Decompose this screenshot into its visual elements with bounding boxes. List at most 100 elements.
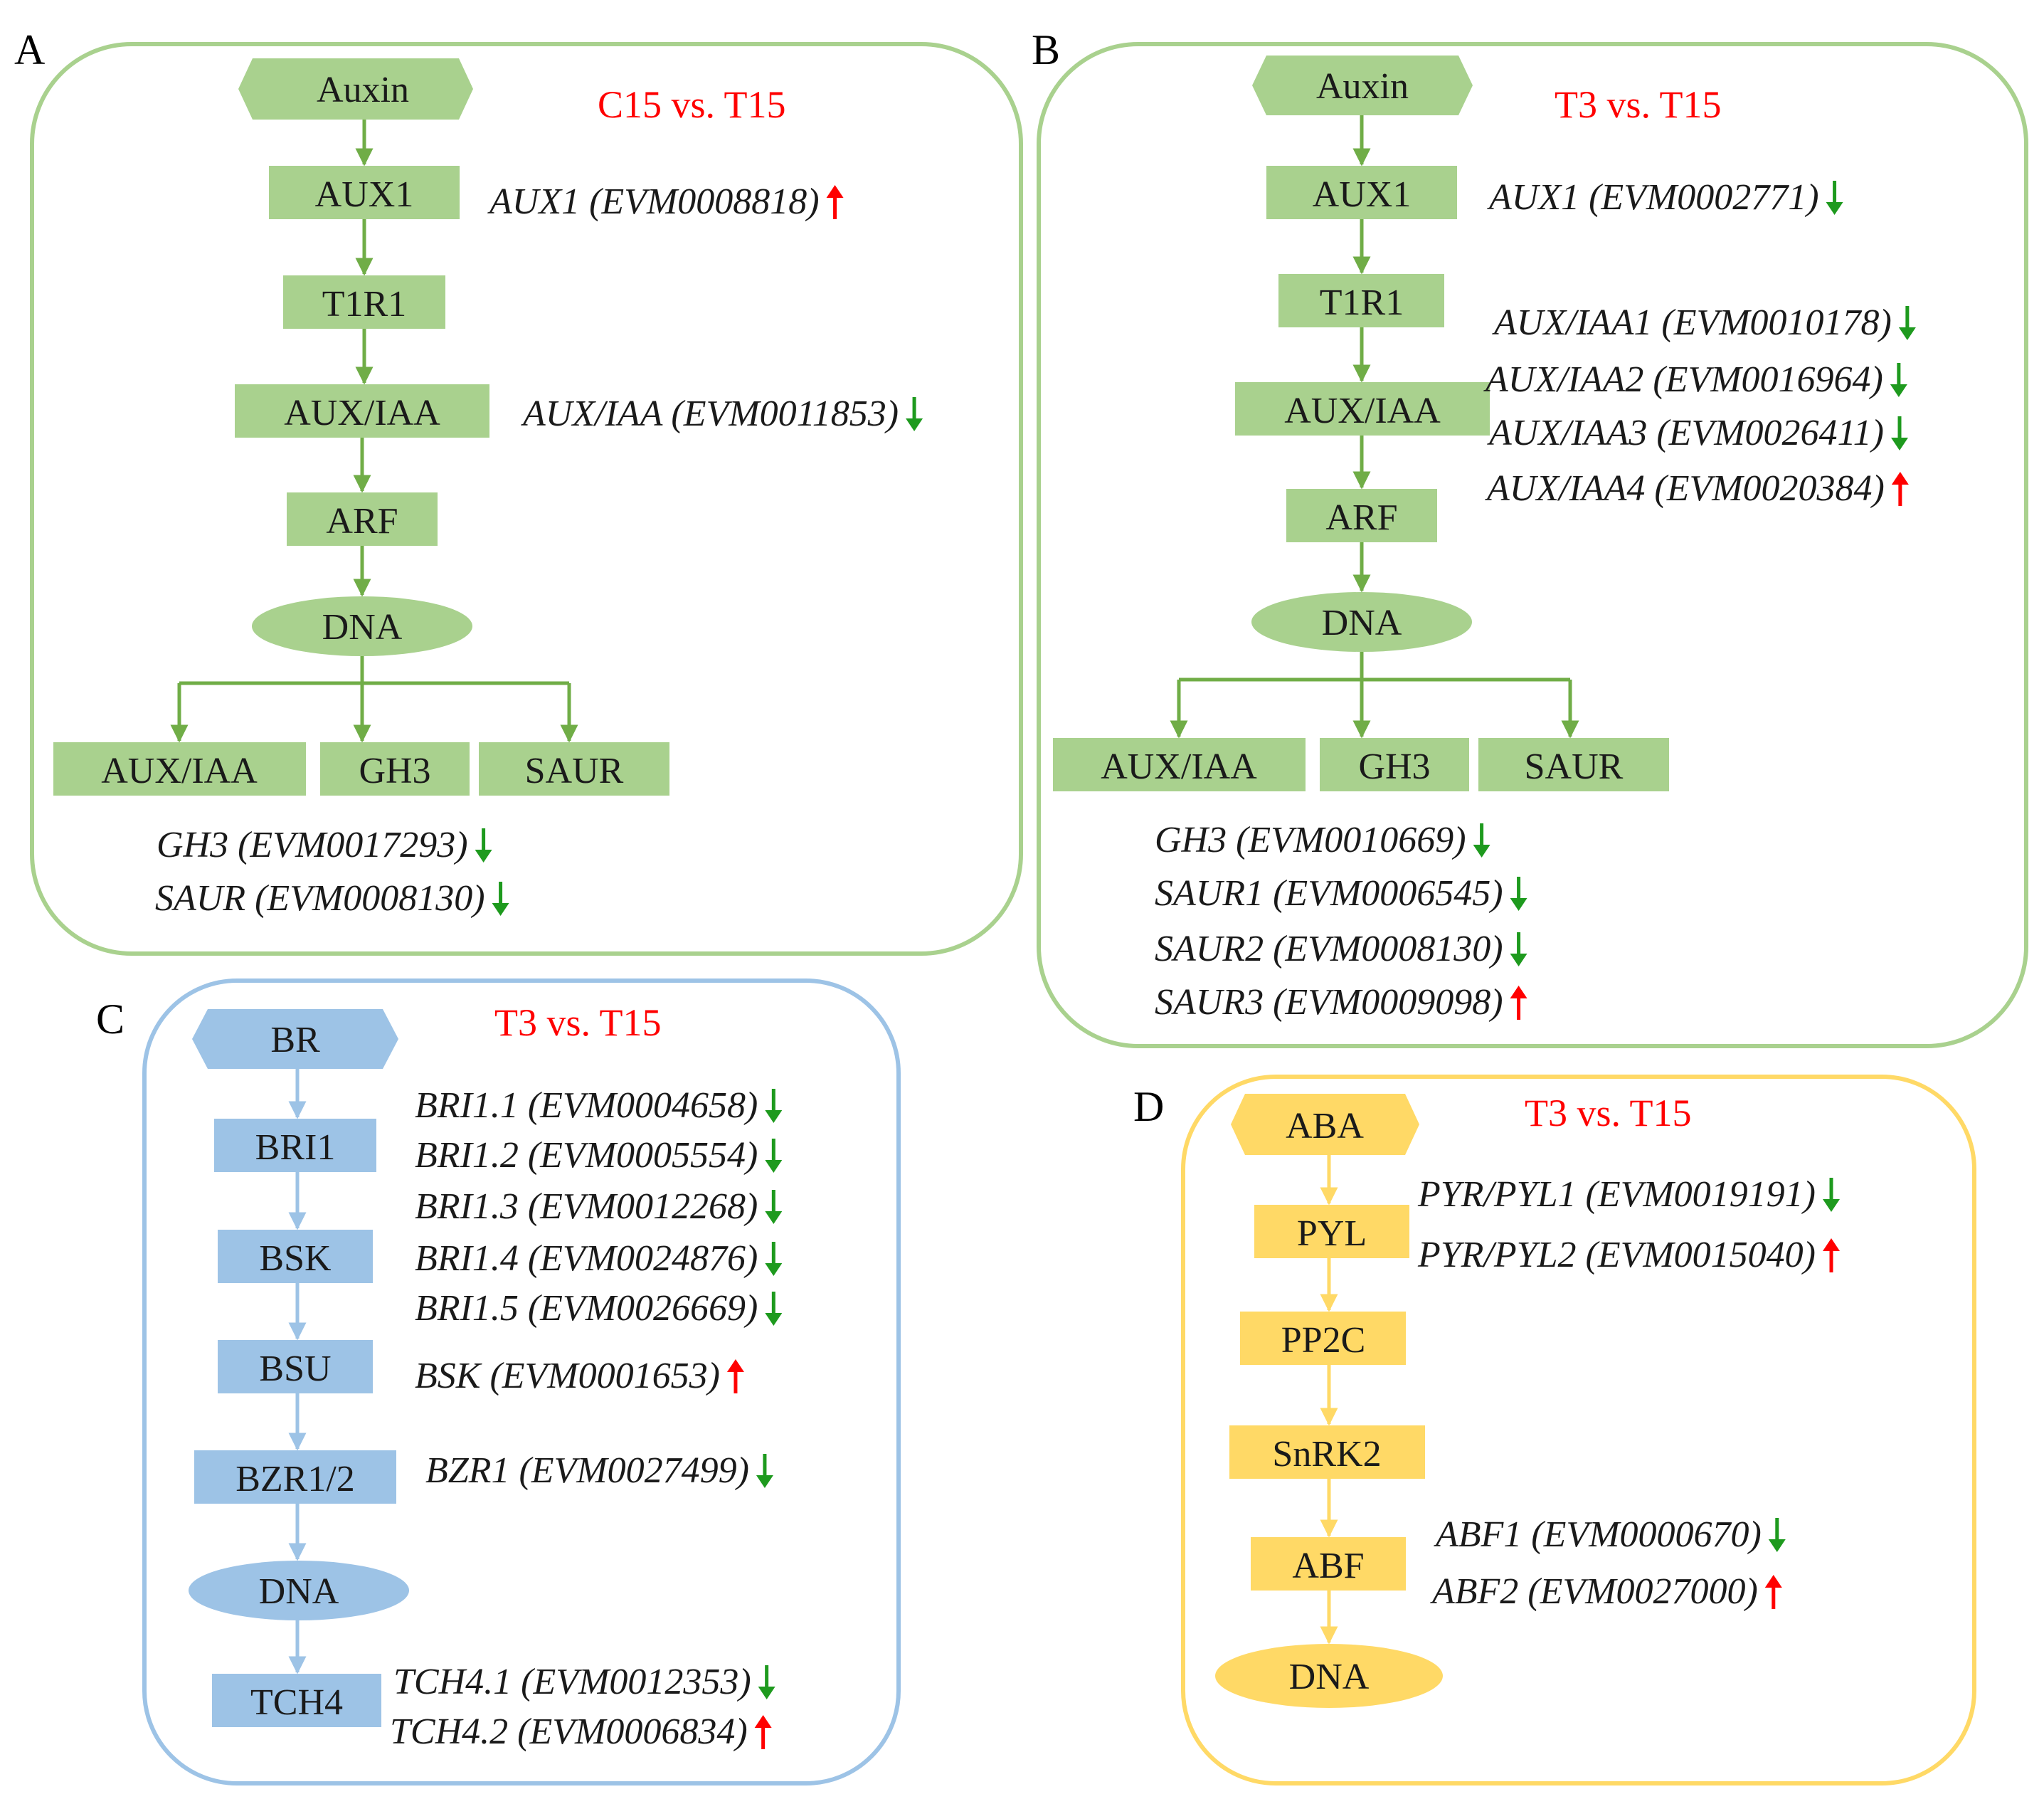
panel-c-frame <box>142 979 901 1785</box>
panel-b-gene-saur1: SAUR1 (EVM0006545) <box>1155 873 1503 914</box>
panel-b-hormone-node <box>1252 56 1473 115</box>
panel-c-node-bzr <box>194 1450 396 1504</box>
panel-a-gene-aux-iaa: AUX/IAA (EVM0011853) <box>521 394 899 434</box>
down-arrow-icon <box>1826 181 1843 215</box>
panel-a-target-aux-iaa-label: AUX/IAA <box>101 751 258 791</box>
panel-a-node-t1r1 <box>283 275 445 329</box>
down-arrow-icon <box>765 1190 783 1224</box>
down-arrow-icon <box>475 828 492 863</box>
panel-c-node-tch4-label: TCH4 <box>250 1682 343 1723</box>
panel-a-target-gh3-label: GH3 <box>359 751 430 791</box>
panel-d-node-pyl-label: PYL <box>1297 1213 1367 1254</box>
up-arrow-icon <box>726 1359 744 1393</box>
panel-a-node-aux-iaa <box>235 384 489 438</box>
up-arrow-icon <box>826 185 844 219</box>
gene-annotations: AUX1 (EVM0008818) AUX/IAA (EVM0011853) GH3… <box>155 177 1916 1752</box>
panel-b-gene-aux-iaa4: AUX/IAA4 (EVM0020384) <box>1485 468 1885 509</box>
panel-b-target-gh3-label: GH3 <box>1358 747 1430 787</box>
down-arrow-icon <box>1473 823 1490 858</box>
panel-c-node-bzr-label: BZR1/2 <box>235 1459 355 1499</box>
down-arrow-icon <box>756 1454 773 1488</box>
panel-c-gene-bsk: BSK (EVM0001653) <box>415 1356 720 1396</box>
panel-d-node-dna <box>1215 1644 1443 1708</box>
panel-d-node-snrk2 <box>1229 1425 1425 1479</box>
panel-a-hormone-node <box>238 58 473 120</box>
panel-b-gene-gh3: GH3 (EVM0010669) <box>1155 820 1466 860</box>
up-arrow-icon <box>1822 1238 1840 1272</box>
panel-a-node-dna-label: DNA <box>322 607 403 648</box>
panel-b-node-aux-iaa-label: AUX/IAA <box>1284 391 1441 431</box>
panel-c-node-dna-label: DNA <box>259 1571 339 1612</box>
down-arrow-icon <box>492 882 509 916</box>
panel-a-node-aux1-label: AUX1 <box>315 174 414 215</box>
panel-c-node-tch4 <box>212 1674 381 1727</box>
panel-c-node-dna <box>189 1561 409 1620</box>
up-arrow-icon <box>1764 1575 1782 1609</box>
panel-c-node-bsk-label: BSK <box>259 1238 332 1279</box>
panel-b-target-aux-iaa-label: AUX/IAA <box>1101 747 1257 787</box>
panel-a-frame <box>30 42 1023 956</box>
panel-d-node-abf <box>1251 1537 1406 1591</box>
panel-b-node-aux1 <box>1266 166 1457 219</box>
panel-b-node-aux-iaa <box>1235 382 1490 436</box>
down-arrow-icon <box>765 1089 783 1123</box>
panel-b-gene-saur3: SAUR3 (EVM0009098) <box>1155 982 1503 1023</box>
panel-a-node-dna <box>252 596 472 656</box>
panel-b-node-dna-label: DNA <box>1322 603 1402 643</box>
panel-d-gene-abf1: ABF1 (EVM0000670) <box>1434 1514 1762 1555</box>
panel-b-node-t1r1-label: T1R1 <box>1320 283 1404 323</box>
panel-a-target-gh3 <box>320 742 470 796</box>
panel-a-hormone-label: Auxin <box>317 70 409 110</box>
panel-b-node-t1r1 <box>1278 274 1444 327</box>
panel-c-node-bri1 <box>214 1119 376 1172</box>
panel-c-gene-tch4-1: TCH4.1 (EVM0012353) <box>393 1662 751 1702</box>
panel-c-gene-bri1-3: BRI1.3 (EVM0012268) <box>415 1186 758 1227</box>
panel-c-node-bsk <box>218 1230 373 1283</box>
down-arrow-icon <box>1510 877 1527 911</box>
panel-c-gene-tch4-2: TCH4.2 (EVM0006834) <box>390 1711 748 1752</box>
panel-b-target-saur <box>1478 738 1669 791</box>
panel-a: A C15 vs. T15 Auxin AUX1 T1R1 AUX/IAA AR… <box>14 26 1023 956</box>
panel-a-node-arf-label: ARF <box>326 501 398 542</box>
down-arrow-icon <box>765 1242 783 1276</box>
panel-c-gene-bzr1: BZR1 (EVM0027499) <box>425 1450 749 1491</box>
panel-c-gene-bri1-2: BRI1.2 (EVM0005554) <box>415 1135 758 1176</box>
panel-a-comparison: C15 vs. T15 <box>598 83 786 126</box>
panel-d-hormone-label: ABA <box>1286 1106 1364 1146</box>
panel-c-hormone-label: BR <box>270 1020 320 1060</box>
panel-d-node-abf-label: ABF <box>1292 1546 1364 1586</box>
panel-b-label: B <box>1032 26 1060 73</box>
panel-c-node-bri1-label: BRI1 <box>255 1127 336 1168</box>
panel-c: C T3 vs. T15 BR BRI1 BSK BSU BZR1/2 DNA … <box>96 979 901 1785</box>
down-arrow-icon <box>758 1665 775 1699</box>
up-arrow-icon <box>1510 986 1527 1020</box>
panel-a-gene-aux1: AUX1 (EVM0008818) <box>487 181 820 222</box>
panel-b-comparison: T3 vs. T15 <box>1555 83 1722 126</box>
panel-d-frame <box>1181 1075 1976 1785</box>
panel-d-hormone-node <box>1231 1094 1419 1155</box>
down-arrow-icon <box>1768 1518 1786 1552</box>
panel-d: D T3 vs. T15 ABA PYL PP2C SnRK2 ABF DNA <box>1133 1075 1976 1785</box>
panel-d-gene-abf2: ABF2 (EVM0027000) <box>1430 1571 1758 1612</box>
panel-d-node-pp2c <box>1240 1312 1406 1365</box>
panel-b-frame <box>1037 42 2028 1048</box>
panel-d-comparison: T3 vs. T15 <box>1525 1092 1692 1134</box>
panel-b-gene-aux-iaa2: AUX/IAA2 (EVM0016964) <box>1483 359 1883 400</box>
panel-b-target-gh3 <box>1320 738 1469 791</box>
down-arrow-icon <box>906 397 923 431</box>
panel-b-node-arf-label: ARF <box>1325 497 1397 538</box>
panel-c-gene-bri1-4: BRI1.4 (EVM0024876) <box>415 1238 758 1279</box>
panel-b-gene-aux-iaa1: AUX/IAA1 (EVM0010178) <box>1492 302 1892 343</box>
panel-a-node-aux-iaa-label: AUX/IAA <box>284 393 440 433</box>
panel-d-label: D <box>1133 1083 1164 1130</box>
down-arrow-icon <box>765 1292 783 1326</box>
panel-c-gene-bri1-1: BRI1.1 (EVM0004658) <box>415 1085 758 1126</box>
panel-c-node-bsu-label: BSU <box>259 1349 331 1389</box>
panel-b-node-dna <box>1251 592 1472 652</box>
up-arrow-icon <box>1891 472 1909 506</box>
panel-d-node-snrk2-label: SnRK2 <box>1272 1434 1381 1475</box>
panel-a-gene-gh3: GH3 (EVM0017293) <box>157 825 468 865</box>
panel-a-connectors <box>170 120 578 743</box>
down-arrow-icon <box>1898 306 1916 340</box>
panel-a-node-aux1 <box>269 166 460 219</box>
